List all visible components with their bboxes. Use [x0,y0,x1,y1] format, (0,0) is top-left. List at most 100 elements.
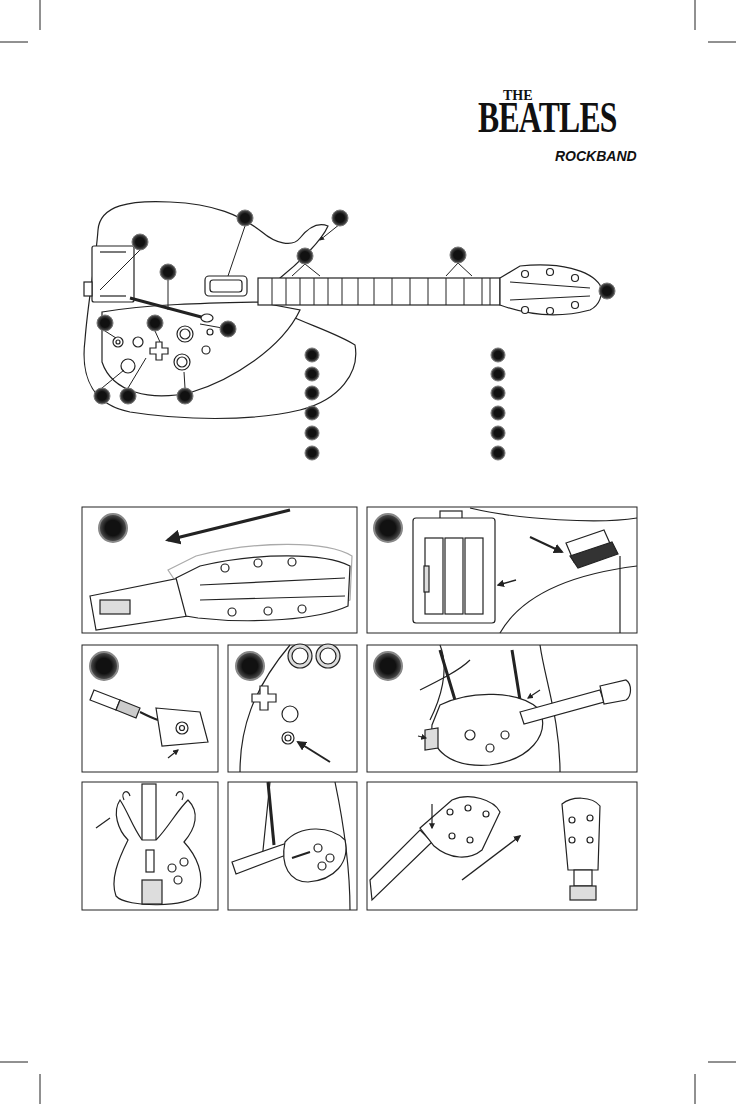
headstock-attach-drawing-part [298,605,306,613]
player-drawing-2-part [292,852,310,858]
guitar-illustration-part [572,302,579,309]
callout-dots-part [491,348,505,362]
leader-lines-part [105,331,116,338]
leader-lines-part [446,263,458,276]
callout-dots-part [491,426,505,440]
headstock-attach-drawing-part [200,596,345,600]
sync-button-drawing-part [285,735,291,741]
usb-dongle-drawing-part [176,722,188,734]
callout-dots-part [305,386,319,400]
guitar-illustration-part [100,251,126,252]
fret-lines-part [392,278,393,305]
headstock-attach-drawing [90,510,352,630]
battery-drawing-part [500,566,637,633]
sync-button-drawing-part [282,706,298,722]
usb-dongle-drawing-part [156,708,208,746]
leader-lines-part [184,372,185,388]
player-drawing-2-part [268,782,274,845]
callout-dots-part [491,406,505,420]
guitar-illustration-part [202,346,210,354]
panel-frames-part [82,507,357,633]
headstock-attach-drawing-part [90,578,188,630]
step-badges [90,514,402,680]
headstock-remove-drawing-part [431,804,432,828]
leader-lines [100,224,472,388]
callout-dots-part [177,388,193,404]
leader-lines-part [292,264,305,276]
step-badges-part [99,514,127,542]
guitar-back-drawing-part [146,850,154,872]
guitar-illustration-part [510,282,590,288]
leader-lines-part [100,250,140,290]
leader-lines-part [228,226,245,276]
player-drawing-2-part [284,829,346,882]
player-drawing-part [600,680,631,704]
player-drawing-part [440,650,520,700]
callout-dots-part [237,210,253,226]
fret-lines-part [374,278,375,305]
guitar-illustration-part [150,342,168,360]
battery-drawing-part [413,518,495,623]
leader-lines-part [128,358,146,388]
headstock-attach-drawing-part [221,564,229,572]
headstock-remove-drawing-part [574,870,592,886]
headstock-remove-drawing-part [569,817,575,823]
sync-button-drawing-part [240,645,290,772]
callout-dots-part [220,321,236,337]
callout-dots-part [491,386,505,400]
logo-title-holder: BEATLES [478,96,671,140]
guitar-illustration-part [205,276,247,296]
usb-dongle-drawing-part [116,700,140,718]
player-drawing-part [465,730,475,740]
guitar-illustration-part [522,307,529,314]
callout-dots-part [450,247,466,263]
headstock-remove-drawing [370,797,600,900]
headstock-attach-drawing-part [176,556,350,621]
usb-dongle-drawing-part [140,712,158,720]
crop-marks-part [0,42,28,43]
sync-button-drawing-part [298,742,330,762]
headstock-remove-drawing-part [569,837,575,843]
guitar-illustration-part [116,340,120,344]
logo-title: BEATLES [478,96,617,140]
fret-lines-part [342,278,343,305]
guitar-illustration-part [100,295,126,296]
battery-drawing-part [498,580,516,585]
guitar-back-drawing-part [114,800,201,905]
guitar-back-drawing-part [168,864,176,872]
step-badges-part [374,652,402,680]
sync-button-drawing-part [252,686,276,710]
panel-frames [82,507,637,910]
fret-lines-part [314,278,315,305]
player-drawing-part [486,744,494,752]
panel-frames-part [228,782,357,910]
callout-dots-part [94,388,110,404]
sync-button-drawing-part [320,648,336,664]
player-drawing-2-part [262,782,350,910]
headstock-remove-drawing-part [370,830,432,900]
guitar-back-drawing-part [174,876,182,884]
panel-frames-part [82,782,218,910]
leader-lines-part [458,263,472,276]
battery-drawing [413,508,637,633]
guitar-illustration-part [547,269,554,276]
player-drawing-2-part [314,844,322,852]
player-drawing-part [501,731,509,739]
crop-marks-part [40,1074,41,1104]
sync-button-drawing-part [316,644,340,668]
callout-dots-part [305,367,319,381]
crop-marks-part [40,0,41,30]
guitar-illustration [84,202,601,419]
callout-dots-part [332,210,348,226]
guitar-back-drawing-part [96,818,110,828]
fret-lines [272,278,490,305]
guitar-illustration-part [177,357,187,367]
logo-subtitle: ROCKBAND [555,149,637,163]
player-drawing [418,645,631,772]
panel-frames-part [367,645,637,772]
fret-lines-part [446,278,447,305]
headstock-remove-drawing-part [587,815,593,821]
player-drawing-2 [232,782,350,910]
usb-dongle-drawing [90,690,208,758]
